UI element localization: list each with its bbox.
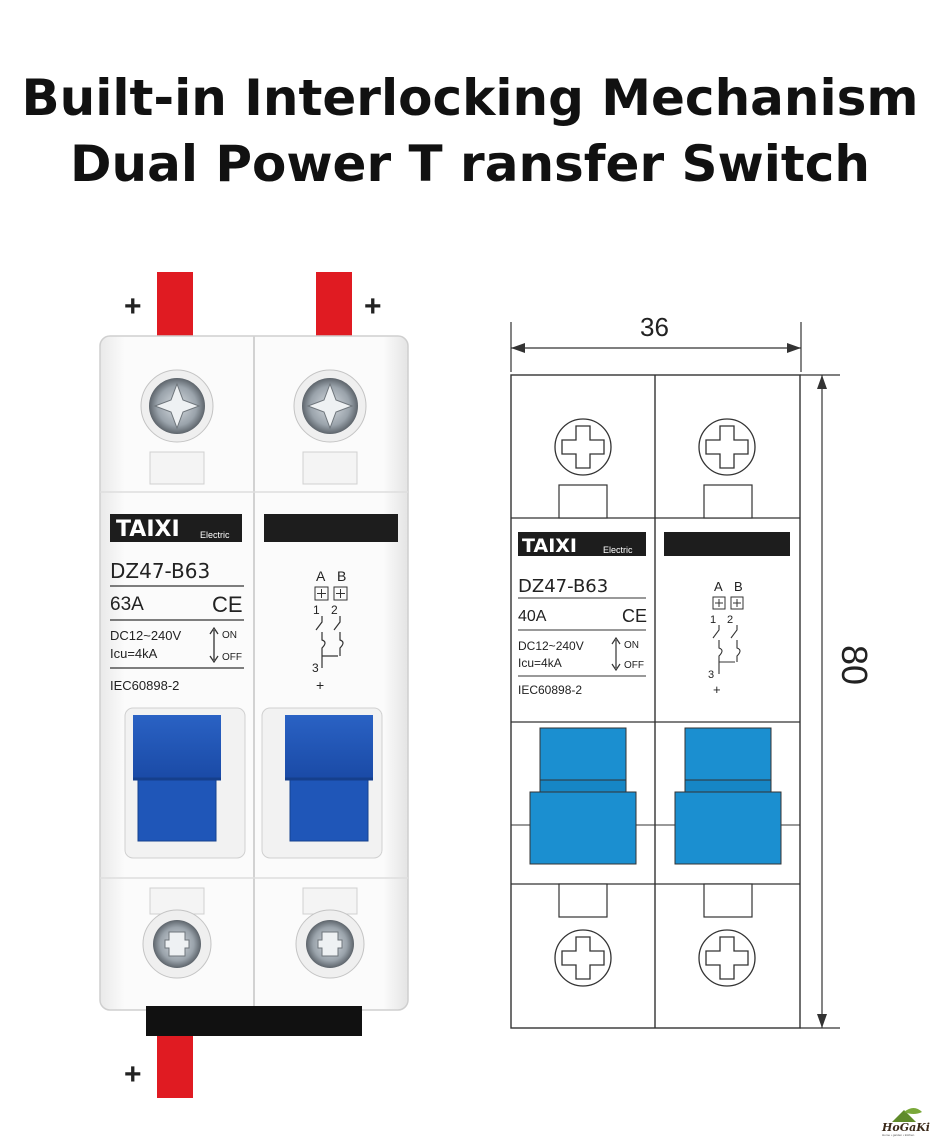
diagram-a: A — [316, 568, 326, 584]
width-dimension: 36 — [640, 312, 669, 342]
brand-sub-text: Electric — [200, 530, 230, 540]
drawing-diagram-1: 1 — [710, 614, 716, 626]
drawing-voltage-text: DC12~240V — [518, 639, 584, 653]
drawing-circuit-symbol-icon — [712, 625, 741, 674]
left-toggle-handle[interactable] — [133, 715, 221, 842]
drawing-diagram-2: 2 — [727, 614, 733, 626]
diagram-plus: + — [316, 677, 324, 693]
drawing-icu-text: Icu=4kA — [518, 656, 562, 670]
on-off-arrow-icon — [209, 626, 219, 664]
drawing-left-handle — [529, 727, 637, 865]
drawing-ce-mark: CE — [622, 606, 647, 626]
title-line-1: Built-in Interlocking Mechanism — [21, 69, 919, 127]
title-line-2: Dual Power T ransfer Switch — [69, 135, 871, 193]
interlock-bar — [146, 1006, 362, 1036]
on-text: ON — [222, 630, 237, 641]
top-right-terminal — [316, 272, 352, 338]
right-toggle-handle[interactable] — [285, 715, 373, 842]
top-left-screw-icon — [140, 369, 214, 443]
logo-tagline: Home • garden • kitchen — [882, 1133, 915, 1137]
ce-mark: CE — [212, 592, 243, 617]
off-text: OFF — [222, 652, 242, 663]
diagram-3: 3 — [312, 661, 319, 675]
drawing-diagram-b: B — [734, 579, 743, 594]
height-dimension: 80 — [834, 645, 875, 685]
plus-top-left: + — [124, 290, 142, 323]
voltage-text: DC12~240V — [110, 628, 182, 643]
drawing-standard-text: IEC60898-2 — [518, 683, 582, 697]
bottom-right-screw-icon — [295, 909, 365, 979]
logo-text: HoGaKi — [881, 1121, 930, 1134]
drawing-diagram-a: A — [714, 579, 723, 594]
drawing-brand-label — [518, 532, 646, 556]
bottom-left-screw-icon — [142, 909, 212, 979]
diagram-2: 2 — [331, 603, 338, 617]
drawing-bottom-left-screw-icon — [554, 929, 612, 987]
standard-text: IEC60898-2 — [110, 678, 179, 693]
dimension-drawing: 36 80 TAIXI Electric DZ47-B63 40A — [510, 312, 875, 1029]
plus-bottom: + — [124, 1058, 142, 1091]
circuit-symbol-icon — [315, 616, 344, 668]
bottom-terminal — [157, 1036, 193, 1098]
drawing-rating-text: 40A — [518, 608, 547, 625]
drawing-on-off-arrow-icon — [611, 636, 621, 672]
brand-label — [110, 514, 242, 542]
drawing-blank-label — [664, 532, 790, 556]
diagram-1: 1 — [313, 603, 320, 617]
drawing-top-left-screw-icon — [554, 418, 612, 476]
drawing-bottom-right-screw-icon — [698, 929, 756, 987]
drawing-diagram-plus: + — [713, 682, 721, 697]
drawing-on-text: ON — [624, 640, 639, 651]
icu-text: Icu=4kA — [110, 646, 158, 661]
brand-text: TAIXI — [116, 517, 180, 542]
drawing-diagram-3: 3 — [708, 669, 714, 681]
top-left-terminal — [157, 272, 193, 338]
leaf-roof-icon — [892, 1110, 916, 1122]
top-right-screw-icon — [293, 369, 367, 443]
drawing-right-handle — [674, 727, 782, 865]
hogaki-logo: HoGaKi Home • garden • kitchen — [881, 1108, 930, 1137]
drawing-model-text: DZ47-B63 — [518, 576, 608, 597]
drawing-off-text: OFF — [624, 660, 644, 671]
model-text: DZ47-B63 — [110, 559, 210, 583]
diagram-b: B — [337, 568, 346, 584]
plus-top-right: + — [364, 290, 382, 323]
drawing-brand-text: TAIXI — [522, 535, 577, 557]
breaker-photo: + + TAIXI Electric DZ47-B63 63A CE DC12~… — [99, 272, 409, 1098]
rating-text: 63A — [110, 594, 144, 615]
drawing-brand-sub-text: Electric — [603, 545, 633, 555]
blank-label — [264, 514, 398, 542]
drawing-top-right-screw-icon — [698, 418, 756, 476]
